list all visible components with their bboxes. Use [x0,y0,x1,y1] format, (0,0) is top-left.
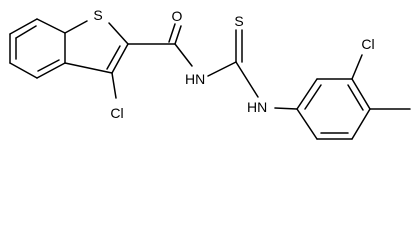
bond [207,61,237,77]
bond [36,62,66,79]
bond [296,108,318,140]
atom-label-oxygen: O [172,8,183,24]
bond [351,108,371,140]
bond [36,18,66,34]
bond-inner [37,59,60,72]
bond-c-cl [351,54,363,80]
atom-label-chlorine-aryl: Cl [361,36,374,52]
bond [111,43,129,74]
bond [174,43,193,67]
bond [235,61,259,98]
bond [106,45,121,70]
bond-inner [347,84,364,111]
bond-inner [15,25,37,39]
benzene-ring-fused [9,18,66,79]
structure-canvas: S O S HN HN Cl Cl [9,7,411,140]
bond [108,22,129,45]
bond [296,78,318,110]
atom-label-sulfur-ring: S [93,7,102,23]
bond [9,18,38,35]
atom-label-chlorine-thiophene: Cl [110,105,123,121]
bond [9,62,38,79]
bond [351,78,371,110]
bond-inner [304,84,322,110]
atom-label-sulfur-thione: S [234,13,243,29]
bond [274,107,298,110]
bond-c-cl [111,72,117,99]
bond-c-o-double-b [168,23,176,43]
atom-label-aryl-nh: HN [247,99,267,115]
bond-c-o-double-a [174,25,182,45]
bond [64,20,88,34]
atom-label-amide-nh: HN [185,71,205,87]
molecule-diagram: S O S HN HN Cl Cl [9,7,411,140]
bond [64,62,113,74]
thiophene-ring [64,20,129,74]
benzene-ring-substituted [296,78,371,140]
